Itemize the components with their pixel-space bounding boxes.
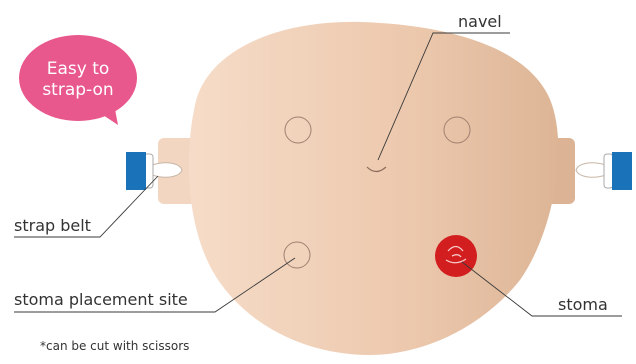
bubble-text-line2: strap-on [42, 80, 113, 100]
navel-leader-line [377, 32, 510, 161]
bubble-text-line1: Easy to [47, 59, 110, 79]
left-strap-clip [143, 153, 183, 189]
stoma-placement-site-label: stoma placement site [14, 290, 188, 309]
stoma-leader-line [461, 261, 622, 317]
placement-circle-top-right [443, 116, 471, 144]
navel-mark [366, 166, 387, 173]
abdomen-pad [188, 21, 559, 355]
strap-belt-leader-line [14, 175, 159, 238]
placement-site-leader-line [14, 257, 296, 313]
easy-strap-bubble: Easy to strap-on [19, 35, 137, 125]
navel-label: navel [458, 12, 502, 31]
stoma-mark [435, 235, 477, 277]
strap-belt-label: strap belt [14, 216, 91, 235]
placement-circle-bottom-left [283, 241, 311, 269]
right-strap-clip [575, 153, 614, 189]
left-strap-belt [126, 152, 146, 190]
stoma-label: stoma [558, 295, 608, 314]
placement-circle-top-left [284, 116, 312, 144]
right-strap-belt [612, 152, 632, 190]
scissors-footnote: *can be cut with scissors [40, 339, 189, 353]
